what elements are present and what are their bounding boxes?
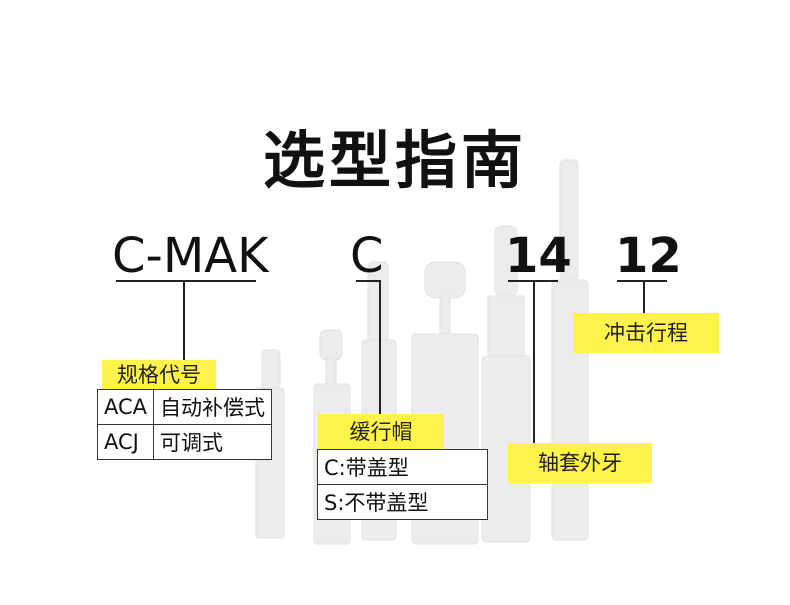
table-row: ACJ 可调式 xyxy=(96,424,273,460)
spec-code-label: 规格代号 xyxy=(102,360,216,390)
model-leader xyxy=(183,280,185,362)
sleeve-thread-label: 轴套外牙 xyxy=(508,443,652,483)
table-row: S:不带盖型 xyxy=(317,484,488,520)
stroke-leader xyxy=(643,280,645,314)
stroke-code: 12 xyxy=(615,228,682,284)
cap-underline xyxy=(356,280,380,282)
cap-option-cell: S:不带盖型 xyxy=(317,484,488,520)
sleeve-leader xyxy=(533,280,535,444)
spec-desc-cell: 自动补偿式 xyxy=(153,389,273,425)
page-title: 选型指南 xyxy=(262,124,527,197)
stroke-label: 冲击行程 xyxy=(573,313,719,353)
cap-table: C:带盖型 S:不带盖型 xyxy=(317,449,488,520)
cap-leader xyxy=(379,280,381,414)
sleeve-code: 14 xyxy=(505,228,572,284)
model-underline xyxy=(116,280,256,282)
cap-code: C xyxy=(350,228,384,284)
table-row: ACA 自动补偿式 xyxy=(96,389,273,425)
spec-table: ACA 自动补偿式 ACJ 可调式 xyxy=(96,389,273,460)
buffer-cap-label: 缓行帽 xyxy=(318,414,444,450)
table-row: C:带盖型 xyxy=(317,449,488,485)
stroke-underline xyxy=(617,280,667,282)
spec-desc-cell: 可调式 xyxy=(153,424,273,460)
spec-code-cell: ACJ xyxy=(96,424,155,460)
spec-code-cell: ACA xyxy=(96,389,155,425)
cap-option-cell: C:带盖型 xyxy=(317,449,488,485)
model-code: C-MAK xyxy=(112,228,269,284)
